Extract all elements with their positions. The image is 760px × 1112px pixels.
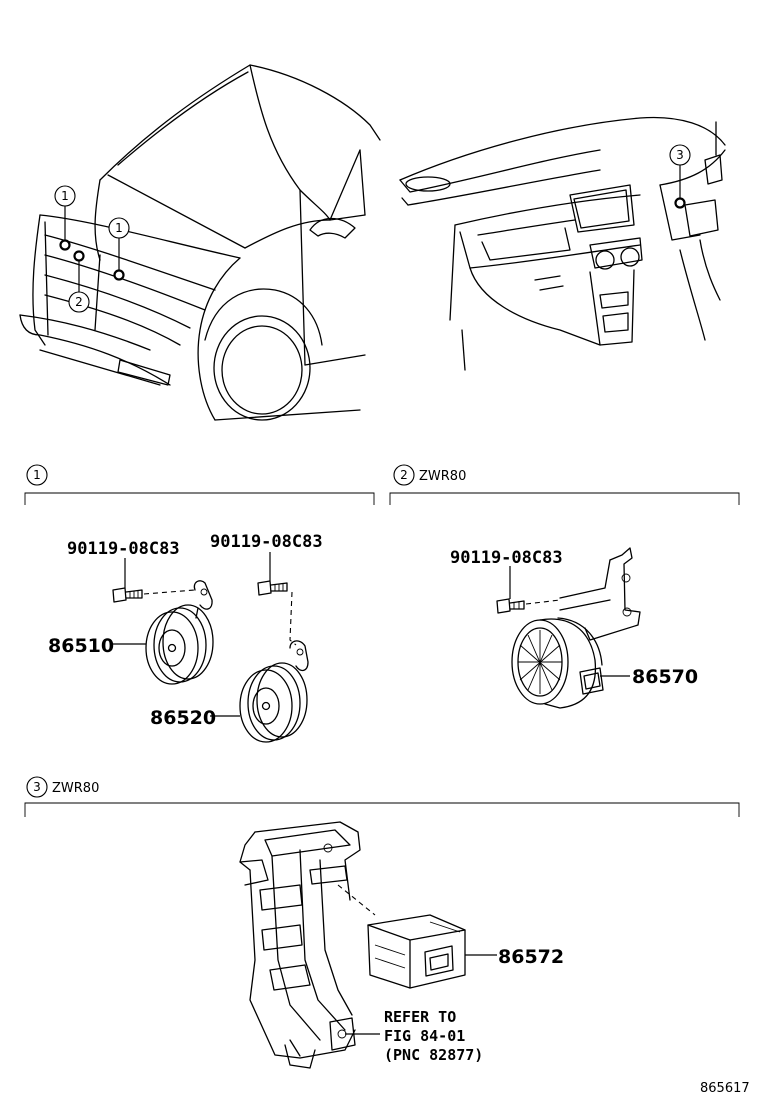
svg-text:3: 3 [676,148,684,162]
part-number-bolt-b: 90119-08C83 [210,532,323,552]
part-number-horn-high: 86520 [150,707,216,729]
location-callout-3: 3 [669,144,691,209]
part-number-controller: 86572 [498,946,564,968]
svg-text:1: 1 [115,221,123,235]
section-2-speaker [496,547,641,709]
svg-text:REFER TO: REFER TO [384,1008,456,1026]
part-number-speaker: 86570 [632,666,698,688]
svg-text:ZWR80: ZWR80 [419,469,466,484]
speaker-86570-icon [511,547,641,709]
location-callout-2: 2 [68,250,90,313]
controller-86572-icon [367,914,466,989]
illustration-id: 865617 [700,1081,750,1096]
part-number-horn-low: 86510 [48,635,114,657]
svg-text:1: 1 [33,468,41,482]
reference-note: REFER TO FIG 84-01 (PNC 82877) [384,1008,483,1064]
svg-text:2: 2 [75,295,83,309]
location-callout-1a: 1 [54,185,76,251]
bolt-c-icon [496,598,525,614]
dashboard-illustration [399,116,726,371]
part-number-bolt-c: 90119-08C83 [450,548,563,568]
horn-86510-icon [145,580,214,685]
bolt-b-icon [257,580,288,596]
svg-text:1: 1 [61,189,69,203]
section-3-header: 3 ZWR80 [24,776,740,817]
svg-text:3: 3 [33,780,41,794]
section-2-header: 2 ZWR80 [389,464,740,505]
horn-86520-icon [239,640,309,743]
vehicle-front-illustration [19,64,381,421]
section-3-bracket-controller [239,821,497,1069]
support-bracket-icon [239,821,361,1069]
bolt-a-icon [112,587,143,603]
svg-text:FIG 84-01: FIG 84-01 [384,1027,465,1045]
svg-text:ZWR80: ZWR80 [52,781,99,796]
section-1-horns [112,552,309,743]
part-number-bolt-a: 90119-08C83 [67,539,180,559]
section-1-header: 1 [24,464,375,505]
svg-text:(PNC 82877): (PNC 82877) [384,1046,483,1064]
svg-text:2: 2 [400,468,408,482]
location-callout-1b: 1 [108,217,130,281]
